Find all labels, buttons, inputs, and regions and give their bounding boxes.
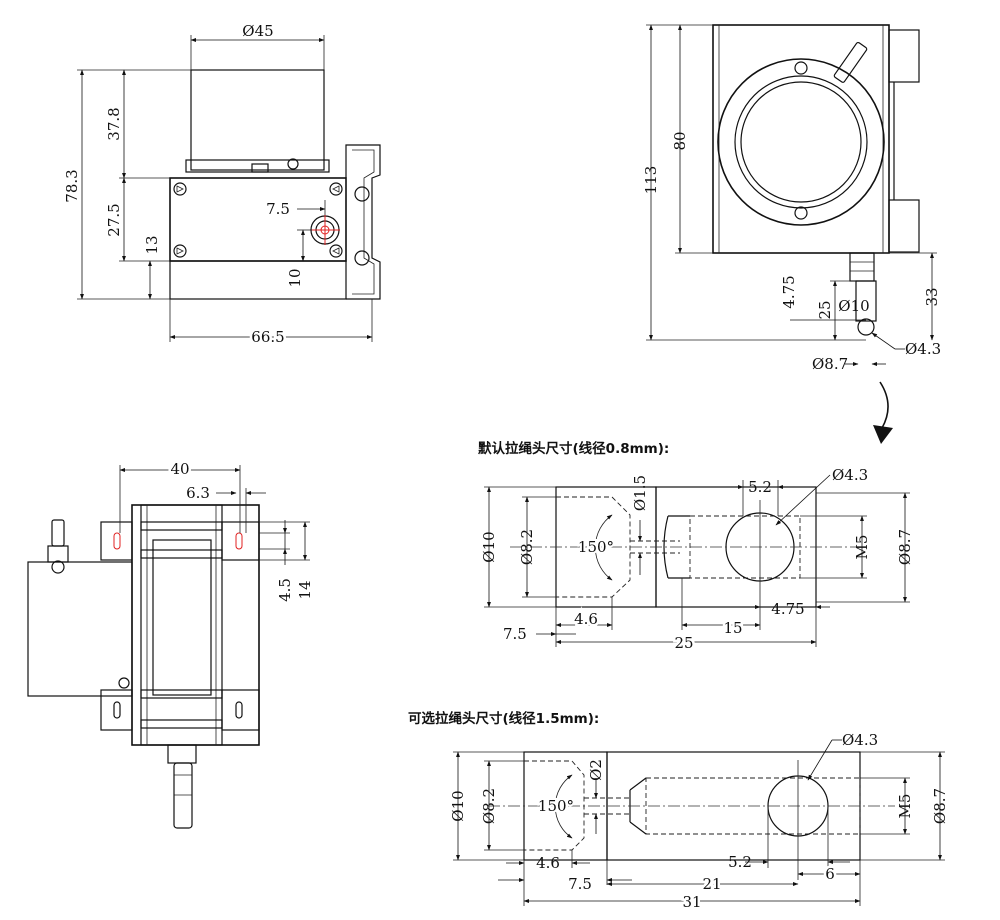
head1-angle: 150° (578, 538, 614, 556)
dim-113: 113 (642, 166, 660, 195)
head1-d8-2: Ø8.2 (518, 529, 536, 565)
dim-d8-7: Ø8.7 (812, 355, 848, 373)
head1-d4-6: 4.6 (574, 610, 598, 628)
side-housing (712, 24, 890, 254)
dim-25: 25 (816, 300, 834, 319)
right-bracket (345, 144, 381, 300)
head2-d7-5: 7.5 (568, 875, 592, 893)
front-view: Ø45 78.3 37.8 27.5 13 7.5 10 66.5 (63, 22, 381, 349)
hole-icon (857, 318, 875, 336)
rope-head-default: 默认拉绳头尺寸(线径0.8mm): 150° Ø10 Ø8.2 Ø1.5 M5 … (478, 440, 914, 655)
head2-d5-2: 5.2 (728, 853, 752, 871)
dim-37-8: 37.8 (105, 107, 123, 140)
head2-d4-3: Ø4.3 (842, 731, 878, 749)
dim-27-5: 27.5 (105, 203, 123, 236)
head2-title: 可选拉绳头尺寸(线径1.5mm): (408, 710, 599, 727)
side-view: 113 80 33 25 4.75 Ø10 Ø4.3 Ø8.7 (642, 24, 941, 444)
screw-icon (287, 158, 299, 170)
head1-d8-7: Ø8.7 (896, 529, 914, 565)
dim-7-5: 7.5 (266, 200, 290, 218)
body-top (131, 504, 260, 746)
head2-d8-7: Ø8.7 (931, 788, 949, 824)
head2-d6: 6 (825, 865, 835, 883)
dim-6-3: 6.3 (186, 484, 210, 502)
spool-cover (717, 58, 885, 226)
dim-d4-3: Ø4.3 (905, 340, 941, 358)
top-view: 40 6.3 4.5 14 (27, 458, 314, 829)
head1-d4-3: Ø4.3 (832, 466, 868, 484)
dim-4-75: 4.75 (780, 275, 798, 308)
dim-d10: Ø10 (838, 297, 869, 315)
dim-33: 33 (923, 287, 941, 306)
rope-head-optional: 可选拉绳头尺寸(线径1.5mm): 150° Ø10 Ø8.2 Ø2 M5 Ø8… (408, 710, 949, 914)
dim-13: 13 (143, 235, 161, 254)
dim-d45: Ø45 (242, 22, 273, 40)
dim-78-3: 78.3 (63, 169, 81, 202)
housing (169, 177, 347, 262)
dim-80: 80 (671, 131, 689, 150)
cable-stub (251, 163, 269, 173)
head2-d31: 31 (682, 893, 701, 911)
side-tab (888, 29, 920, 83)
side-tab (888, 199, 920, 253)
dim-66-5: 66.5 (251, 328, 284, 346)
cable-head-top (173, 762, 193, 829)
head1-d4-75: 4.75 (771, 600, 804, 618)
head2-d2: Ø2 (587, 759, 605, 781)
head1-m5: M5 (853, 535, 871, 560)
head2-angle: 150° (538, 797, 574, 815)
head1-d1-5: Ø1.5 (631, 475, 649, 511)
dim-4-5: 4.5 (276, 578, 294, 602)
dim-10: 10 (286, 268, 304, 287)
head1-d7-5: 7.5 (503, 625, 527, 643)
dim-40: 40 (170, 460, 189, 478)
cable-outlet-icon (310, 215, 340, 245)
head1-title: 默认拉绳头尺寸(线径0.8mm): (478, 440, 669, 457)
encoder-body (190, 69, 325, 171)
down-arrow-icon (873, 425, 893, 444)
encoder-side (27, 561, 133, 697)
head2-d4-6: 4.6 (536, 854, 560, 872)
dim-14: 14 (296, 580, 314, 599)
mounting-ears (100, 521, 260, 731)
cable-head (855, 280, 877, 322)
head1-d10: Ø10 (480, 531, 498, 562)
head2-d21: 21 (702, 875, 721, 893)
housing-base (169, 260, 347, 300)
head2-m5: M5 (896, 794, 914, 819)
head1-d25: 25 (674, 634, 693, 652)
head1-d15: 15 (723, 619, 742, 637)
corner-screws (173, 182, 343, 258)
head2-d10: Ø10 (449, 790, 467, 821)
head2-d8-2: Ø8.2 (480, 788, 498, 824)
head1-d5-2: 5.2 (748, 478, 772, 496)
